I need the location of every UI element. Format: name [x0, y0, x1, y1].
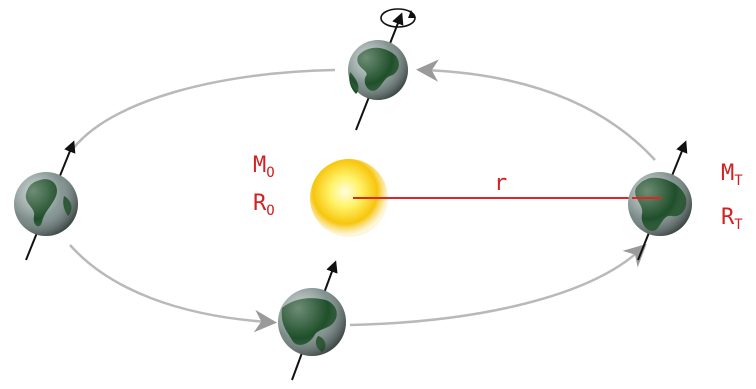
earth-shading	[348, 40, 408, 100]
orbit-arc-bottom-right	[350, 250, 640, 325]
earth-radius-label: RT	[721, 205, 743, 233]
earth-mass-label: MT	[721, 161, 743, 189]
earth-bottom	[278, 266, 346, 380]
sun-radius-label: RO	[253, 191, 275, 219]
earth-left	[14, 146, 78, 260]
orbit-arc-top-right	[425, 70, 655, 160]
earth-top	[348, 9, 416, 130]
distance-label: r	[494, 171, 507, 196]
earth-right	[628, 146, 692, 260]
orbit-arc-top-left	[72, 70, 335, 150]
earth-shading	[14, 172, 78, 236]
earth-shading	[628, 172, 692, 236]
earth-shading	[278, 288, 346, 356]
orbit-arc-bottom-left	[70, 245, 268, 322]
sun-mass-label: MO	[253, 153, 275, 181]
